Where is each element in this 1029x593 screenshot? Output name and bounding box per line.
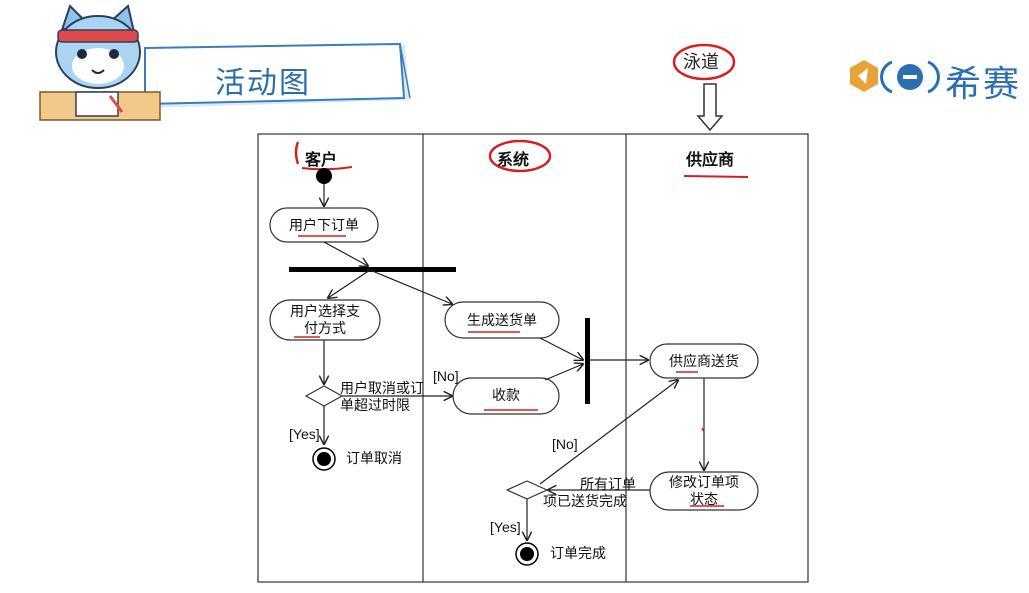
label-place-order: 用户下订单 [289, 217, 359, 233]
red-circle-marker [488, 139, 552, 173]
red-bracket-marker [294, 141, 300, 165]
activity-generate-delivery [444, 301, 560, 339]
guard-yes-2: [Yes] [490, 519, 521, 535]
guard-all-done-line1: 所有订单 [580, 476, 636, 492]
join-bar [585, 318, 590, 404]
label-order-complete: 订单完成 [550, 545, 606, 561]
brand-logo-icon [850, 60, 940, 94]
label-choose-payment-line2: 付方式 [304, 320, 346, 336]
lane-title-supplier: 供应商 [686, 152, 735, 169]
swimlane-callout [672, 43, 736, 132]
label-generate-delivery: 生成送货单 [467, 312, 537, 328]
cat-mascot-icon [55, 4, 141, 117]
lane-title-customer: 客户 [305, 152, 338, 169]
header-banner [39, 4, 411, 121]
fork-bar [289, 267, 456, 272]
guard-no-2: [No] [552, 436, 578, 452]
activity-collect-payment [452, 377, 560, 415]
guard-cancel-line2: 单超过时限 [340, 397, 410, 413]
brand-name: 希赛 [945, 63, 1022, 104]
guard-yes-1: [Yes] [289, 426, 320, 442]
page-title: 活动图 [215, 67, 311, 100]
red-underline-marker [683, 175, 749, 178]
guard-no-1: [No] [433, 368, 459, 384]
guard-all-done-line2: 项已送货完成 [543, 493, 627, 509]
activity-choose-payment [269, 299, 381, 341]
initial-node [316, 168, 332, 184]
guard-cancel-line1: 用户取消或订 [340, 380, 424, 396]
label-choose-payment-line1: 用户选择支 [290, 303, 360, 319]
down-arrow-icon [696, 83, 724, 132]
banner-ribbon [144, 42, 406, 106]
label-order-cancelled: 订单取消 [346, 450, 402, 466]
lane-title-system: 系统 [497, 152, 530, 169]
label-modify-status-line2: 状态 [690, 491, 718, 507]
activity-modify-status [649, 471, 759, 511]
label-modify-status-line1: 修改订单项 [669, 474, 739, 490]
swimlane-label: 泳道 [683, 52, 719, 72]
label-supplier-delivery: 供应商送货 [669, 353, 739, 369]
label-collect-payment: 收款 [492, 387, 520, 403]
red-circle-marker [672, 43, 736, 81]
